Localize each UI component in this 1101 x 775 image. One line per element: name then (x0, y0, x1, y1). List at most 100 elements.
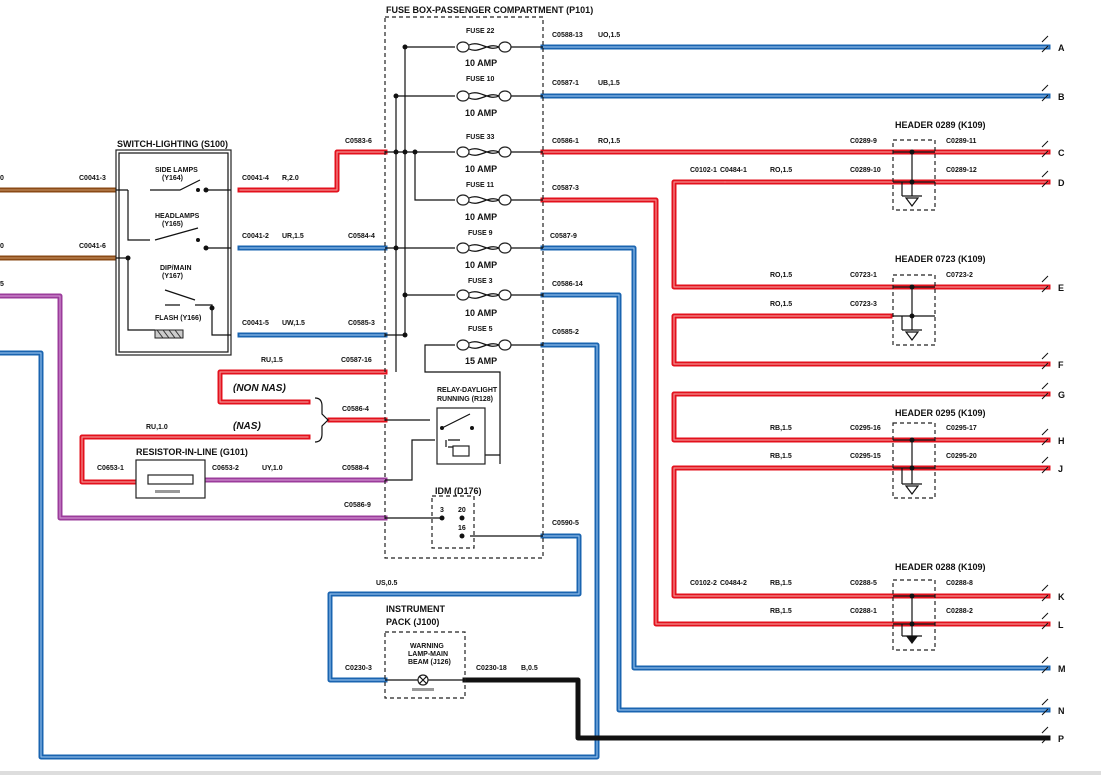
header-0295: HEADER 0295 (K109) (892, 408, 986, 499)
wire-label-uo15: UO,1.5 (598, 32, 620, 39)
conn-c0288-1: C0288-1 (850, 608, 877, 615)
terminal-h: H (1058, 436, 1065, 446)
fusebox-title: FUSE BOX-PASSENGER COMPARTMENT (P101) (386, 5, 593, 15)
wire-label-ro15-f: RO,1.5 (770, 301, 792, 308)
fuse-11-label: FUSE 11 (466, 182, 494, 189)
bottom-strip (0, 771, 1101, 775)
instrument-subtitle: PACK (J100) (386, 617, 439, 627)
warning-label-b: LAMP-MAIN (408, 651, 448, 658)
side-lamps-label: SIDE LAMPS (155, 167, 198, 174)
dip-main-label: DIP/MAIN (160, 265, 192, 272)
terminal-j: J (1058, 464, 1063, 474)
fuse-10-label: FUSE 10 (466, 76, 495, 83)
wire-label-ro15-c: RO,1.5 (598, 138, 620, 145)
fuse-9: FUSE 9 10 AMP (456, 230, 512, 270)
wire-c0585-2 (0, 342, 600, 760)
wire-label-ru15: RU,1.5 (261, 357, 283, 364)
fuse-10-rating: 10 AMP (465, 108, 497, 118)
conn-c0585-3: C0585-3 (348, 320, 375, 327)
header-0289: HEADER 0289 (K109) (892, 120, 986, 211)
wires (0, 44, 1051, 760)
terminal-c: C (1058, 148, 1065, 158)
terminal-a: A (1058, 43, 1065, 53)
conn-c0586-1: C0586-1 (552, 138, 579, 145)
wire-label-ro15-d: RO,1.5 (770, 167, 792, 174)
fuse-5-rating: 15 AMP (465, 356, 497, 366)
fuse-9-label: FUSE 9 (468, 230, 493, 237)
dip-main-code: (Y167) (162, 273, 183, 280)
conn-c0288-5: C0288-5 (850, 580, 877, 587)
conn-c0230-3: C0230-3 (345, 665, 372, 672)
fuse-33-label: FUSE 33 (466, 134, 495, 141)
fuse-5: FUSE 5 15 AMP (456, 326, 512, 366)
conn-c0484-1: C0484-1 (720, 167, 747, 174)
conn-c0588-13: C0588-13 (552, 32, 583, 39)
wire-label-ub15: UB,1.5 (598, 80, 620, 87)
conn-c0587-3: C0587-3 (552, 185, 579, 192)
headlamps-code: (Y165) (162, 221, 183, 228)
conn-c0590-5: C0590-5 (552, 520, 579, 527)
relay-subtitle: RUNNING (R128) (437, 396, 493, 403)
wire-label-rb15-k: RB,1.5 (770, 580, 792, 587)
side-lamps-code: (Y164) (162, 175, 183, 182)
wire-label-rb15-l: RB,1.5 (770, 608, 792, 615)
fuse-22-label: FUSE 22 (466, 28, 495, 35)
instrument-title: INSTRUMENT (386, 604, 445, 614)
conn-c0587-9: C0587-9 (550, 233, 577, 240)
terminal-e: E (1058, 283, 1064, 293)
resistor-title: RESISTOR-IN-LINE (G101) (136, 447, 248, 457)
conn-c0041-5: C0041-5 (242, 320, 269, 327)
terminal-b: B (1058, 92, 1065, 102)
conn-c0295-16: C0295-16 (850, 425, 881, 432)
wire-g (671, 391, 1051, 443)
conn-c0289-9: C0289-9 (850, 138, 877, 145)
fuse-3: FUSE 3 10 AMP (456, 278, 512, 318)
wire-b05 (462, 677, 1051, 741)
conn-c0653-2: C0653-2 (212, 465, 239, 472)
conn-c0289-10: C0289-10 (850, 167, 881, 174)
non-nas-label: (NON NAS) (233, 383, 286, 394)
terminal-ticks (1041, 35, 1049, 744)
wire-label-uw15: UW,1.5 (282, 320, 305, 327)
fuse-11-rating: 10 AMP (465, 212, 497, 222)
terminal-d: D (1058, 178, 1065, 188)
conn-c0583-6: C0583-6 (345, 138, 372, 145)
conn-c0484-2: C0484-2 (720, 580, 747, 587)
wire-label-ru10: RU,1.0 (146, 424, 168, 431)
header-0289-title: HEADER 0289 (K109) (895, 120, 986, 130)
fusebox: FUSE 22 10 AMP FUSE 10 10 AMP FUSE 33 10… (384, 5, 593, 559)
header-0723: HEADER 0723 (K109) (892, 254, 986, 346)
resistor-in-line: RESISTOR-IN-LINE (G101) (135, 447, 248, 499)
fuse-3-label: FUSE 3 (468, 278, 493, 285)
terminal-p: P (1058, 734, 1064, 744)
nas-label: (NAS) (233, 421, 261, 432)
conn-c0723-1: C0723-1 (850, 272, 877, 279)
wire-label-left-2: 0 (0, 243, 4, 250)
idm-pin-16: 16 (458, 525, 466, 532)
relay-daylight-running: RELAY-DAYLIGHT RUNNING (R128) (436, 387, 498, 465)
conn-c0295-20: C0295-20 (946, 453, 977, 460)
conn-c0102-1: C0102-1 (690, 167, 717, 174)
fuse-10: FUSE 10 10 AMP (456, 76, 512, 118)
conn-c0587-16: C0587-16 (341, 357, 372, 364)
conn-c0586-9: C0586-9 (344, 502, 371, 509)
conn-c0041-3: C0041-3 (79, 175, 106, 182)
fuse-33: FUSE 33 10 AMP (456, 134, 512, 174)
conn-c0288-8: C0288-8 (946, 580, 973, 587)
conn-c0102-2: C0102-2 (690, 580, 717, 587)
switch-lighting: SWITCH-LIGHTING (S100) SIDE LAMPS (Y164)… (115, 139, 232, 356)
wire-label-uy10: UY,1.0 (262, 465, 283, 472)
conn-c0586-4: C0586-4 (342, 406, 369, 413)
conn-c0723-3: C0723-3 (850, 301, 877, 308)
wire-r20 (237, 149, 388, 193)
conn-c0587-1: C0587-1 (552, 80, 579, 87)
wire-label-left-3: 5 (0, 281, 4, 288)
connector-labels: C0588-13 C0587-1 C0586-1 C0587-3 C0587-9… (79, 32, 977, 672)
terminal-n: N (1058, 706, 1065, 716)
idm-d176: IDM (D176) 3 20 16 (431, 486, 482, 549)
terminal-l: L (1058, 620, 1064, 630)
conn-c0586-14: C0586-14 (552, 281, 583, 288)
wire-label-ro15-e: RO,1.5 (770, 272, 792, 279)
wire-label-rb15-h: RB,1.5 (770, 425, 792, 432)
